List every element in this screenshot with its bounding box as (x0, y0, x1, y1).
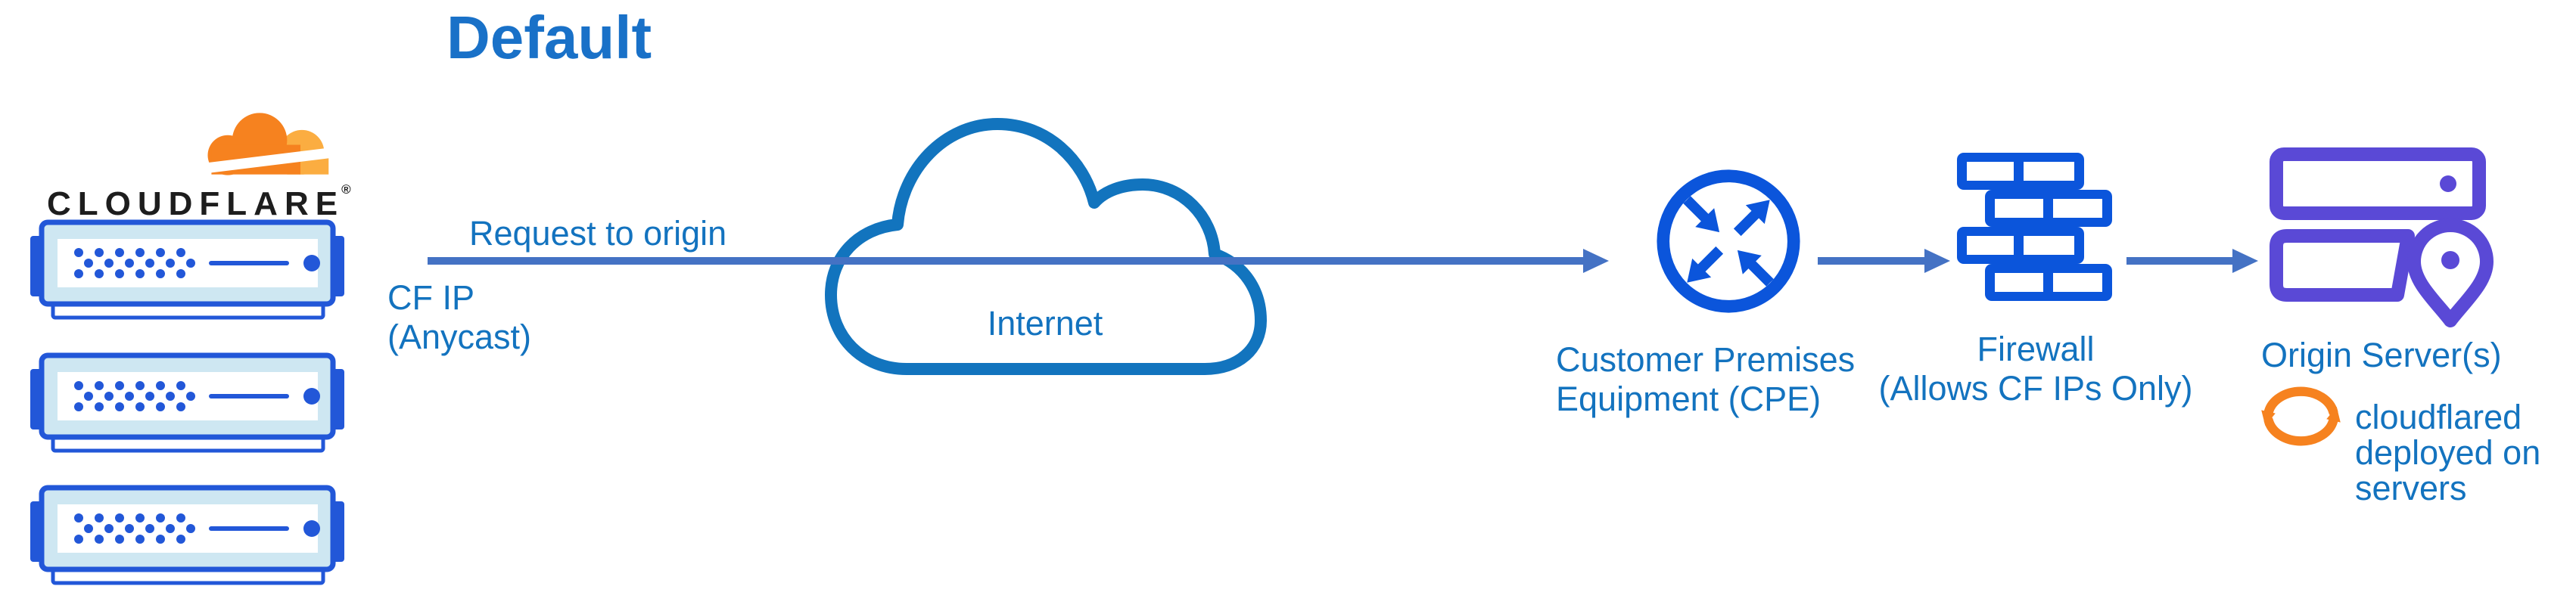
cloudflare-wordmark: CLOUDFLARE® (47, 182, 351, 223)
location-pin-icon (2407, 219, 2494, 327)
diagram-title: Default (446, 4, 652, 71)
logo-swoosh (189, 145, 338, 177)
origin-servers-label: Origin Server(s) (2261, 336, 2502, 374)
firewall-label: Firewall (Allows CF IPs Only) (1865, 330, 2206, 408)
cloudflared-line2: deployed on (2355, 433, 2541, 472)
registered-mark: ® (341, 182, 351, 197)
internet-cloud-icon (825, 118, 1267, 375)
cf-ip-line1: CF IP (387, 278, 475, 317)
request-to-origin-label: Request to origin (469, 214, 727, 253)
cpe-router-icon (1657, 169, 1800, 313)
arrow-firewall-to-origin (2126, 249, 2258, 273)
arrow-cf-to-cpe (428, 249, 1609, 273)
cloudflared-line1: cloudflared (2355, 398, 2522, 436)
cloudflared-line3: servers (2355, 469, 2467, 507)
cpe-label-line1: Customer Premises (1556, 340, 1856, 379)
edge-server-icon-2 (30, 352, 344, 454)
edge-server-icon-3 (30, 485, 344, 587)
firewall-label-line1: Firewall (1977, 330, 2095, 368)
firewall-label-line2: (Allows CF IPs Only) (1878, 369, 2193, 408)
cloudflared-sync-icon (2261, 386, 2341, 446)
cf-ip-line2: (Anycast) (387, 318, 532, 356)
cpe-label: Customer Premises Equipment (CPE) (1556, 340, 1855, 419)
cf-ip-anycast-label: CF IP (Anycast) (387, 278, 531, 357)
firewall-icon (1957, 153, 2112, 301)
cloudflared-label: cloudflared deployed on servers (2355, 399, 2540, 506)
internet-label: Internet (987, 304, 1103, 343)
cloudflare-logo-cloud-icon (189, 113, 338, 177)
wordmark-text: CLOUDFLARE (47, 185, 345, 222)
edge-server-icon-1 (30, 219, 344, 321)
origin-servers-icon (2270, 147, 2494, 327)
arrow-cpe-to-firewall (1818, 249, 1950, 273)
cpe-label-line2: Equipment (CPE) (1556, 380, 1822, 418)
